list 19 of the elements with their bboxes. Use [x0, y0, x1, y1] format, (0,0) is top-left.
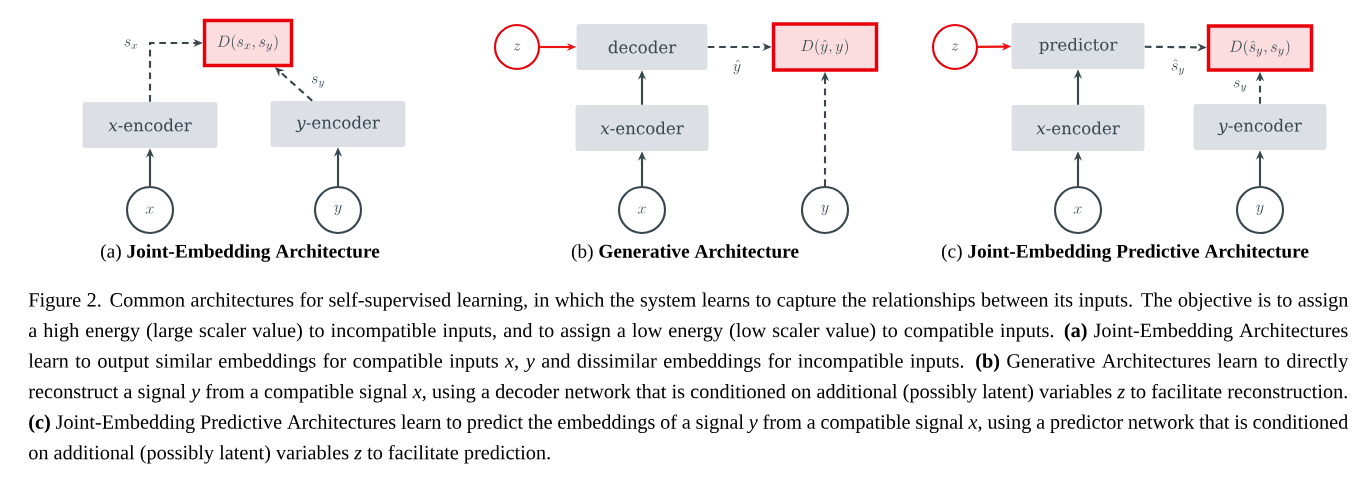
edge-label: $\hat{y}$: [731, 58, 743, 76]
subfigure-caption: (c) Joint-Embedding Predictive Architecture: [941, 244, 1309, 262]
edge-label: $\hat{s}_y$: [1169, 57, 1187, 77]
distance-box: $D(\hat{s}_y, s_y)$: [1206, 24, 1314, 72]
edge-label: $s_x$: [122, 38, 140, 50]
encoder-box: y-encoder: [1193, 104, 1327, 150]
edge-label: $s_y$: [1231, 79, 1249, 93]
encoder-box: x-encoder: [1011, 105, 1145, 151]
edge-label: $s_y$: [309, 75, 327, 89]
figure-caption: Figure 2. Common architectures for self-supervised learning, in which the system learns to capture the relationships between its inputs. The objective is to assign a high energy (large scaler value) to incompatible inputs, and to assign a low energy (low scaler value) to compatible inputs. (a) Joint-Embedding Architectures learn to output similar embeddings for compatible inputs x, y and dissimilar embeddings for incompatible inputs. (b) Generative Architectures learn to directly reconstruct a signal y from a compatible signal x, using a decoder network that is conditioned on additional (possibly latent) variables z to facilitate reconstruction. (c) Joint-Embedding Predictive Architectures learn to predict the embeddings of a signal y from a compatible signal x, using a predictor network that is conditioned on additional (possibly latent) variables z to facilitate prediction.: [28, 292, 1349, 464]
encoder-box: decoder: [576, 24, 708, 70]
encoder-box: predictor: [1011, 23, 1145, 69]
distance-box: $D(\hat{y}, y)$: [771, 22, 879, 72]
encoder-box: x-encoder: [82, 102, 218, 148]
encoder-box: x-encoder: [575, 105, 709, 151]
distance-box: $D(s_x, s_y)$: [202, 18, 294, 68]
subfigure-caption: (a) Joint-Embedding Architecture: [101, 244, 380, 262]
encoder-box: y-encoder: [270, 101, 406, 147]
subfigure-caption: (b) Generative Architecture: [571, 244, 799, 262]
